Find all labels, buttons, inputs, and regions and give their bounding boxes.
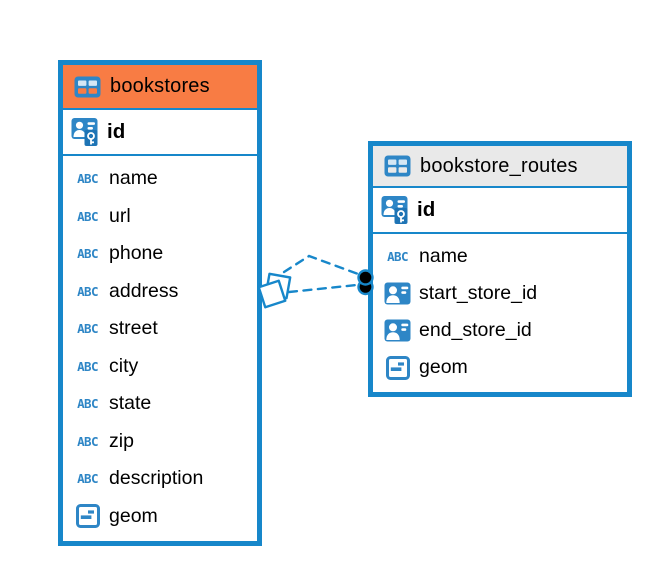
field-name: description <box>109 467 204 490</box>
field-name: id <box>417 198 436 221</box>
text-type-icon: ABC <box>77 321 98 337</box>
person-card-key-icon <box>70 117 101 147</box>
table-bookstores[interactable]: bookstores id ABC name ABC url <box>58 60 262 546</box>
text-type-icon: ABC <box>387 249 408 264</box>
field-row[interactable]: geom <box>63 498 257 536</box>
table-name: bookstores <box>110 75 210 97</box>
field-row[interactable]: ABC name <box>373 238 627 275</box>
field-row-pk[interactable]: id <box>373 188 627 234</box>
text-type-icon: ABC <box>77 433 98 449</box>
field-name: geom <box>419 356 468 378</box>
field-row-pk[interactable]: id <box>63 110 257 156</box>
field-name: phone <box>109 242 164 265</box>
relationship-line-upper[interactable] <box>282 254 363 277</box>
field-row[interactable]: ABC address <box>63 273 257 311</box>
relationship-connector[interactable] <box>248 236 388 316</box>
field-name: url <box>109 204 131 227</box>
geometry-square-icon <box>72 504 103 529</box>
table-bookstore-routes[interactable]: bookstore_routes id ABC name <box>368 141 632 397</box>
field-row[interactable]: ABC phone <box>63 235 257 273</box>
table-bookstore-routes-header[interactable]: bookstore_routes <box>373 146 627 188</box>
field-name: start_store_id <box>419 282 538 304</box>
field-name: state <box>109 392 152 415</box>
text-type-icon: ABC <box>77 358 98 374</box>
field-name: street <box>109 317 158 340</box>
person-card-key-icon <box>380 195 411 225</box>
table-grid-icon <box>72 76 103 98</box>
field-name: address <box>109 279 179 302</box>
text-type-icon: ABC <box>77 396 98 412</box>
table-grid-icon <box>382 155 413 177</box>
field-name: geom <box>109 504 158 527</box>
table-bookstores-header[interactable]: bookstores <box>63 65 257 110</box>
field-row[interactable]: ABC name <box>63 160 257 198</box>
one-side-dot-marker <box>357 269 374 296</box>
field-row[interactable]: ABC city <box>63 348 257 386</box>
field-name: name <box>419 245 468 267</box>
field-row[interactable]: end_store_id <box>373 312 627 349</box>
person-card-icon <box>382 319 413 342</box>
field-name: name <box>109 167 158 190</box>
geometry-square-icon <box>382 355 413 380</box>
person-card-icon <box>382 282 413 305</box>
field-list: ABC name start_store_id <box>373 234 627 392</box>
field-name: city <box>109 354 139 377</box>
text-type-icon: ABC <box>77 208 98 224</box>
table-name: bookstore_routes <box>420 154 578 177</box>
text-type-icon: ABC <box>77 283 98 299</box>
text-type-icon: ABC <box>77 171 98 187</box>
field-name: id <box>107 120 126 143</box>
field-row[interactable]: ABC zip <box>63 423 257 461</box>
field-row[interactable]: ABC state <box>63 385 257 423</box>
field-list: ABC name ABC url ABC phone ABC address A… <box>63 156 257 541</box>
field-name: end_store_id <box>419 319 532 341</box>
field-row[interactable]: ABC street <box>63 310 257 348</box>
relationship-line-lower[interactable] <box>287 283 359 294</box>
text-type-icon: ABC <box>77 246 98 262</box>
field-row[interactable]: ABC url <box>63 198 257 236</box>
many-side-diamond-marker <box>257 272 292 309</box>
field-row[interactable]: ABC description <box>63 460 257 498</box>
field-row[interactable]: start_store_id <box>373 275 627 312</box>
field-row[interactable]: geom <box>373 349 627 386</box>
field-name: zip <box>109 429 134 452</box>
text-type-icon: ABC <box>77 471 98 487</box>
